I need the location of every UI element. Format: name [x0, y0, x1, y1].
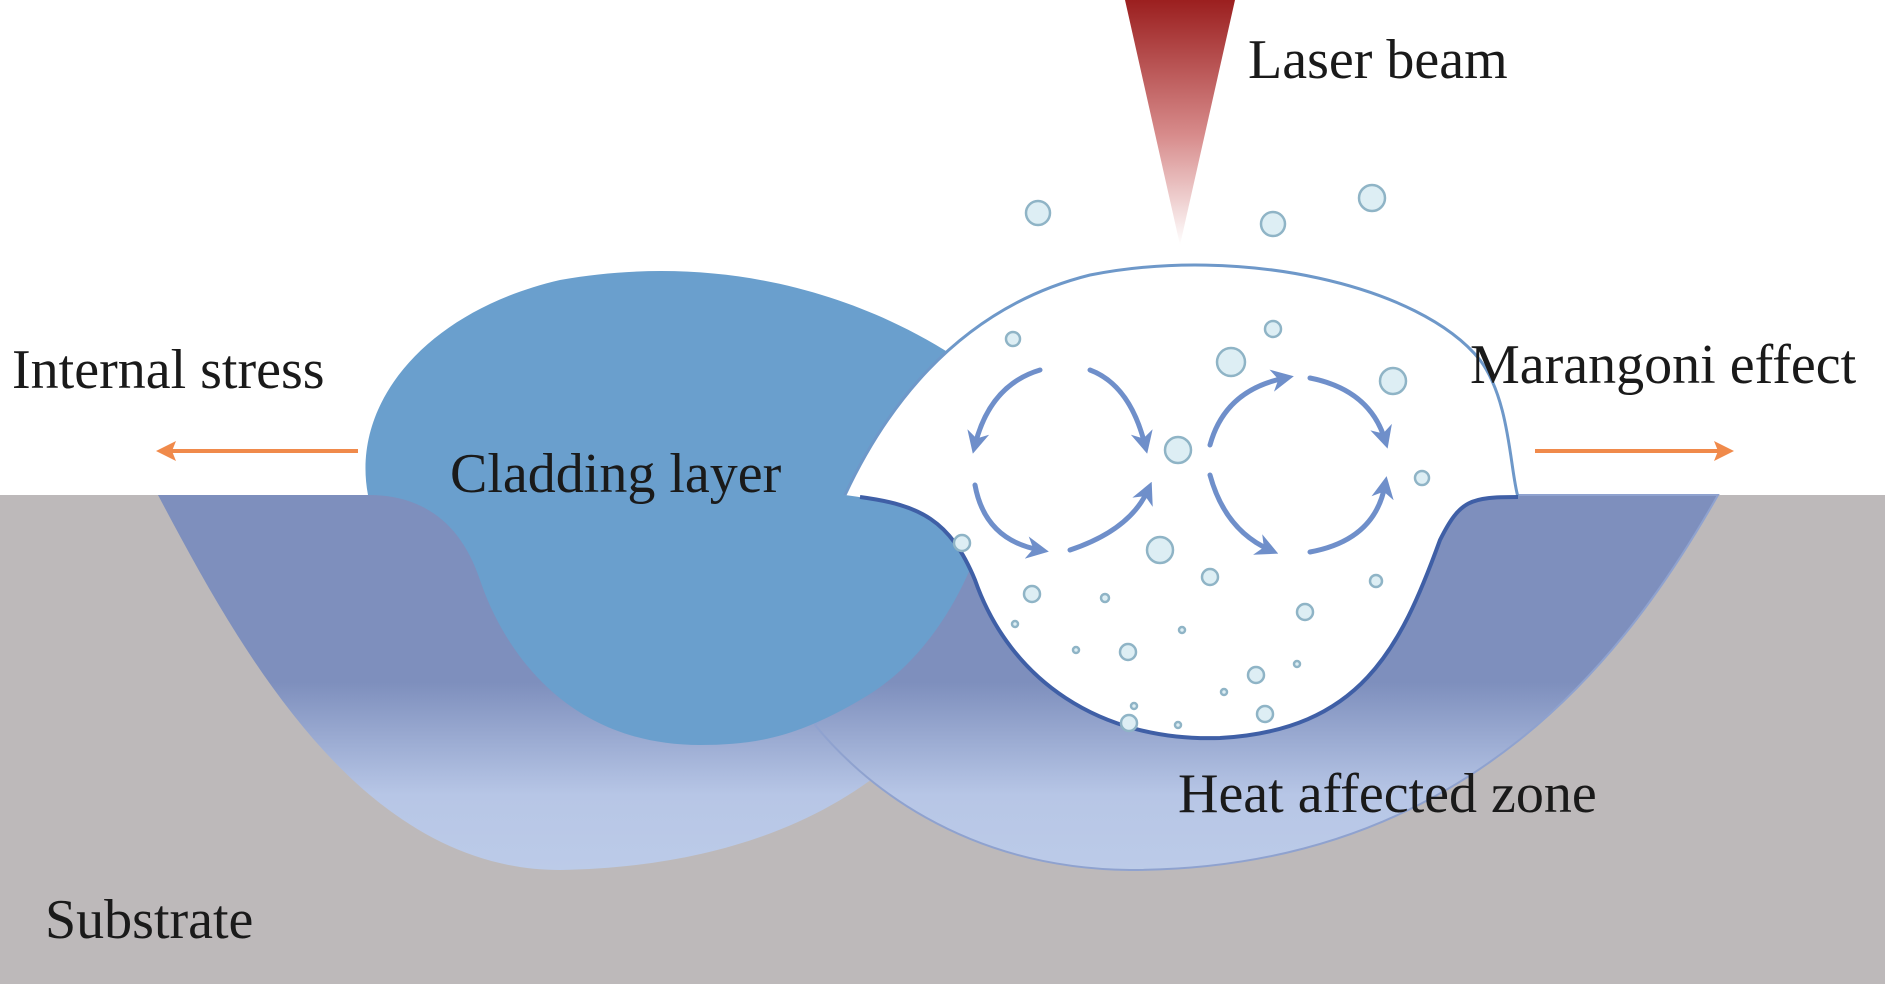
heat-affected-zone-label: Heat affected zone: [1178, 763, 1597, 825]
internal-stress-label: Internal stress: [12, 339, 325, 401]
powder-particle: [1173, 720, 1183, 730]
flow-arrow-5: [1207, 369, 1294, 448]
powder-particle: [1177, 625, 1187, 635]
flow-arrow-3: [972, 482, 1049, 559]
powder-particle: [1129, 701, 1139, 711]
melt-pool-top-outline: [843, 263, 1520, 498]
powder-particle: [1357, 183, 1387, 213]
marangoni-effect-label: Marangoni effect: [1470, 334, 1857, 396]
powder-particles: [952, 183, 1431, 733]
flow-arrow-8: [1307, 476, 1394, 555]
powder-particle: [1022, 584, 1042, 604]
powder-particle: [1163, 435, 1193, 465]
laser-beam-label: Laser beam: [1248, 29, 1508, 91]
powder-particle: [1413, 469, 1431, 487]
powder-particle: [952, 533, 972, 553]
powder-particle: [1099, 592, 1111, 604]
flow-arrow-1: [967, 367, 1043, 454]
powder-particle: [1010, 619, 1020, 629]
powder-particle: [1246, 665, 1266, 685]
powder-particle: [1215, 346, 1247, 378]
powder-particle: [1071, 645, 1081, 655]
powder-particle: [1119, 713, 1139, 733]
flow-arrow-6: [1307, 375, 1392, 449]
powder-particle: [1259, 210, 1287, 238]
powder-particle: [1292, 659, 1302, 669]
powder-particle: [1368, 573, 1384, 589]
substrate-label: Substrate: [45, 889, 253, 951]
powder-particle: [1263, 319, 1283, 339]
powder-particle: [1255, 704, 1275, 724]
cladding-layer-label: Cladding layer: [450, 443, 782, 505]
flow-arrow-4: [1067, 481, 1153, 553]
powder-particle: [1024, 199, 1052, 227]
laser-beam-cone: [1125, 0, 1235, 245]
powder-particle: [1378, 366, 1408, 396]
powder-particle: [1295, 602, 1315, 622]
flow-arrow-2: [1087, 367, 1153, 454]
powder-particle: [1200, 567, 1220, 587]
powder-particle: [1118, 642, 1138, 662]
flow-arrow-7: [1207, 472, 1279, 555]
powder-particle: [1004, 330, 1022, 348]
powder-particle: [1145, 535, 1175, 565]
cladding-layer-shape: [365, 271, 1002, 745]
powder-particle: [1219, 687, 1229, 697]
marangoni-flow-arrows: [967, 367, 1394, 559]
